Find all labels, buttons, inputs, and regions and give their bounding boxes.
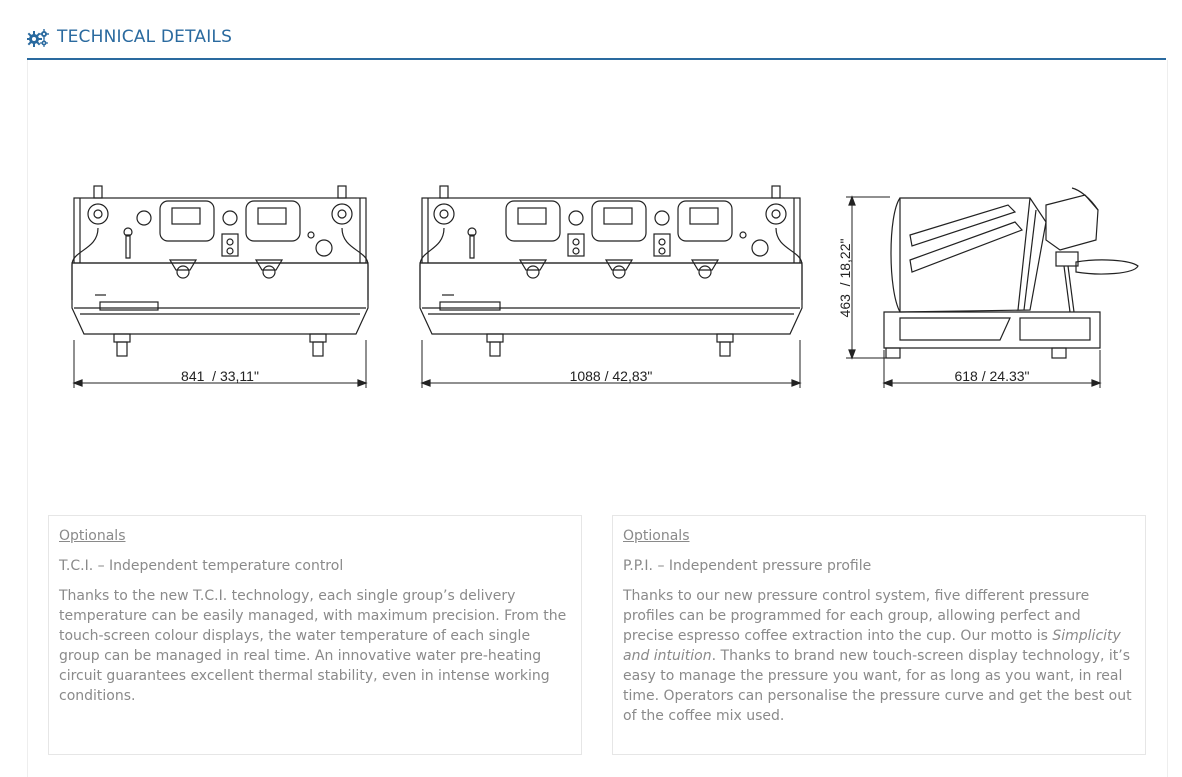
section-title: TECHNICAL DETAILS — [57, 27, 233, 47]
motto-text: Simplicity and intuition — [623, 628, 1121, 664]
optional-subtitle: P.P.I. – Independent pressure profile — [623, 558, 872, 574]
optional-description: Thanks to our new pressure control syste… — [623, 586, 1135, 726]
description-text: Thanks to our new pressure control syste… — [623, 588, 1090, 644]
description-text-continued: . Thanks to brand new touch-screen displ… — [623, 648, 1132, 724]
optionals-heading: Optionals — [59, 528, 126, 544]
technical-drawings: 841 / 33,11" — [71, 185, 1139, 388]
front-2group-dimension: 841 / 33,11" — [181, 368, 259, 384]
front-3group-dimension: 1088 / 42,83" — [570, 368, 653, 384]
front-view-3group-drawing — [419, 185, 803, 388]
optional-subtitle: T.C.I. – Independent temperature control — [59, 558, 344, 574]
optionals-tci-box: Optionals T.C.I. – Independent temperatu… — [48, 515, 582, 755]
gears-icon — [27, 29, 49, 47]
side-view-drawing — [846, 187, 1139, 388]
side-height-dimension: 463 / 18,22" — [837, 239, 853, 318]
section-header: TECHNICAL DETAILS — [27, 22, 1166, 60]
technical-panel — [27, 60, 1168, 777]
optionals-heading: Optionals — [623, 528, 690, 544]
side-width-dimension: 618 / 24.33" — [954, 368, 1029, 384]
front-view-2group-drawing — [71, 185, 369, 388]
optionals-ppi-box: Optionals P.P.I. – Independent pressure … — [612, 515, 1146, 755]
optional-description: Thanks to the new T.C.I. technology, eac… — [59, 588, 567, 704]
